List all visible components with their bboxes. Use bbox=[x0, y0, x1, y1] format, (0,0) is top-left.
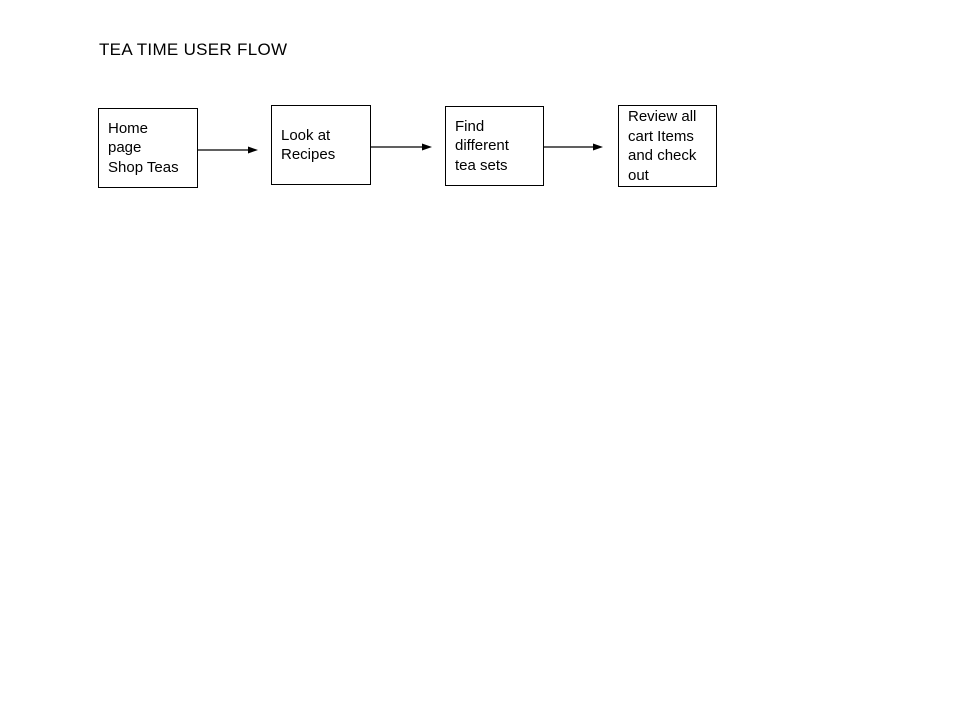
flow-node-tea-sets[interactable]: Find different tea sets bbox=[445, 106, 544, 186]
flow-node-checkout[interactable]: Review all cart Items and check out bbox=[618, 105, 717, 187]
flow-node-recipes-label: Look at Recipes bbox=[281, 126, 336, 164]
flow-node-tea-sets-label: Find different tea sets bbox=[455, 117, 509, 174]
flow-node-recipes[interactable]: Look at Recipes bbox=[271, 105, 371, 185]
flow-arrow-home-to-recipes bbox=[198, 146, 258, 154]
flow-node-home-page-label: Home page Shop Teas bbox=[108, 119, 179, 176]
flow-arrow-tea-sets-to-checkout bbox=[543, 143, 603, 151]
flow-node-home-page[interactable]: Home page Shop Teas bbox=[98, 108, 198, 188]
flow-node-checkout-label: Review all cart Items and check out bbox=[628, 108, 697, 184]
diagram-title: TEA TIME USER FLOW bbox=[99, 40, 288, 59]
flow-arrow-recipes-to-tea-sets bbox=[370, 143, 432, 151]
